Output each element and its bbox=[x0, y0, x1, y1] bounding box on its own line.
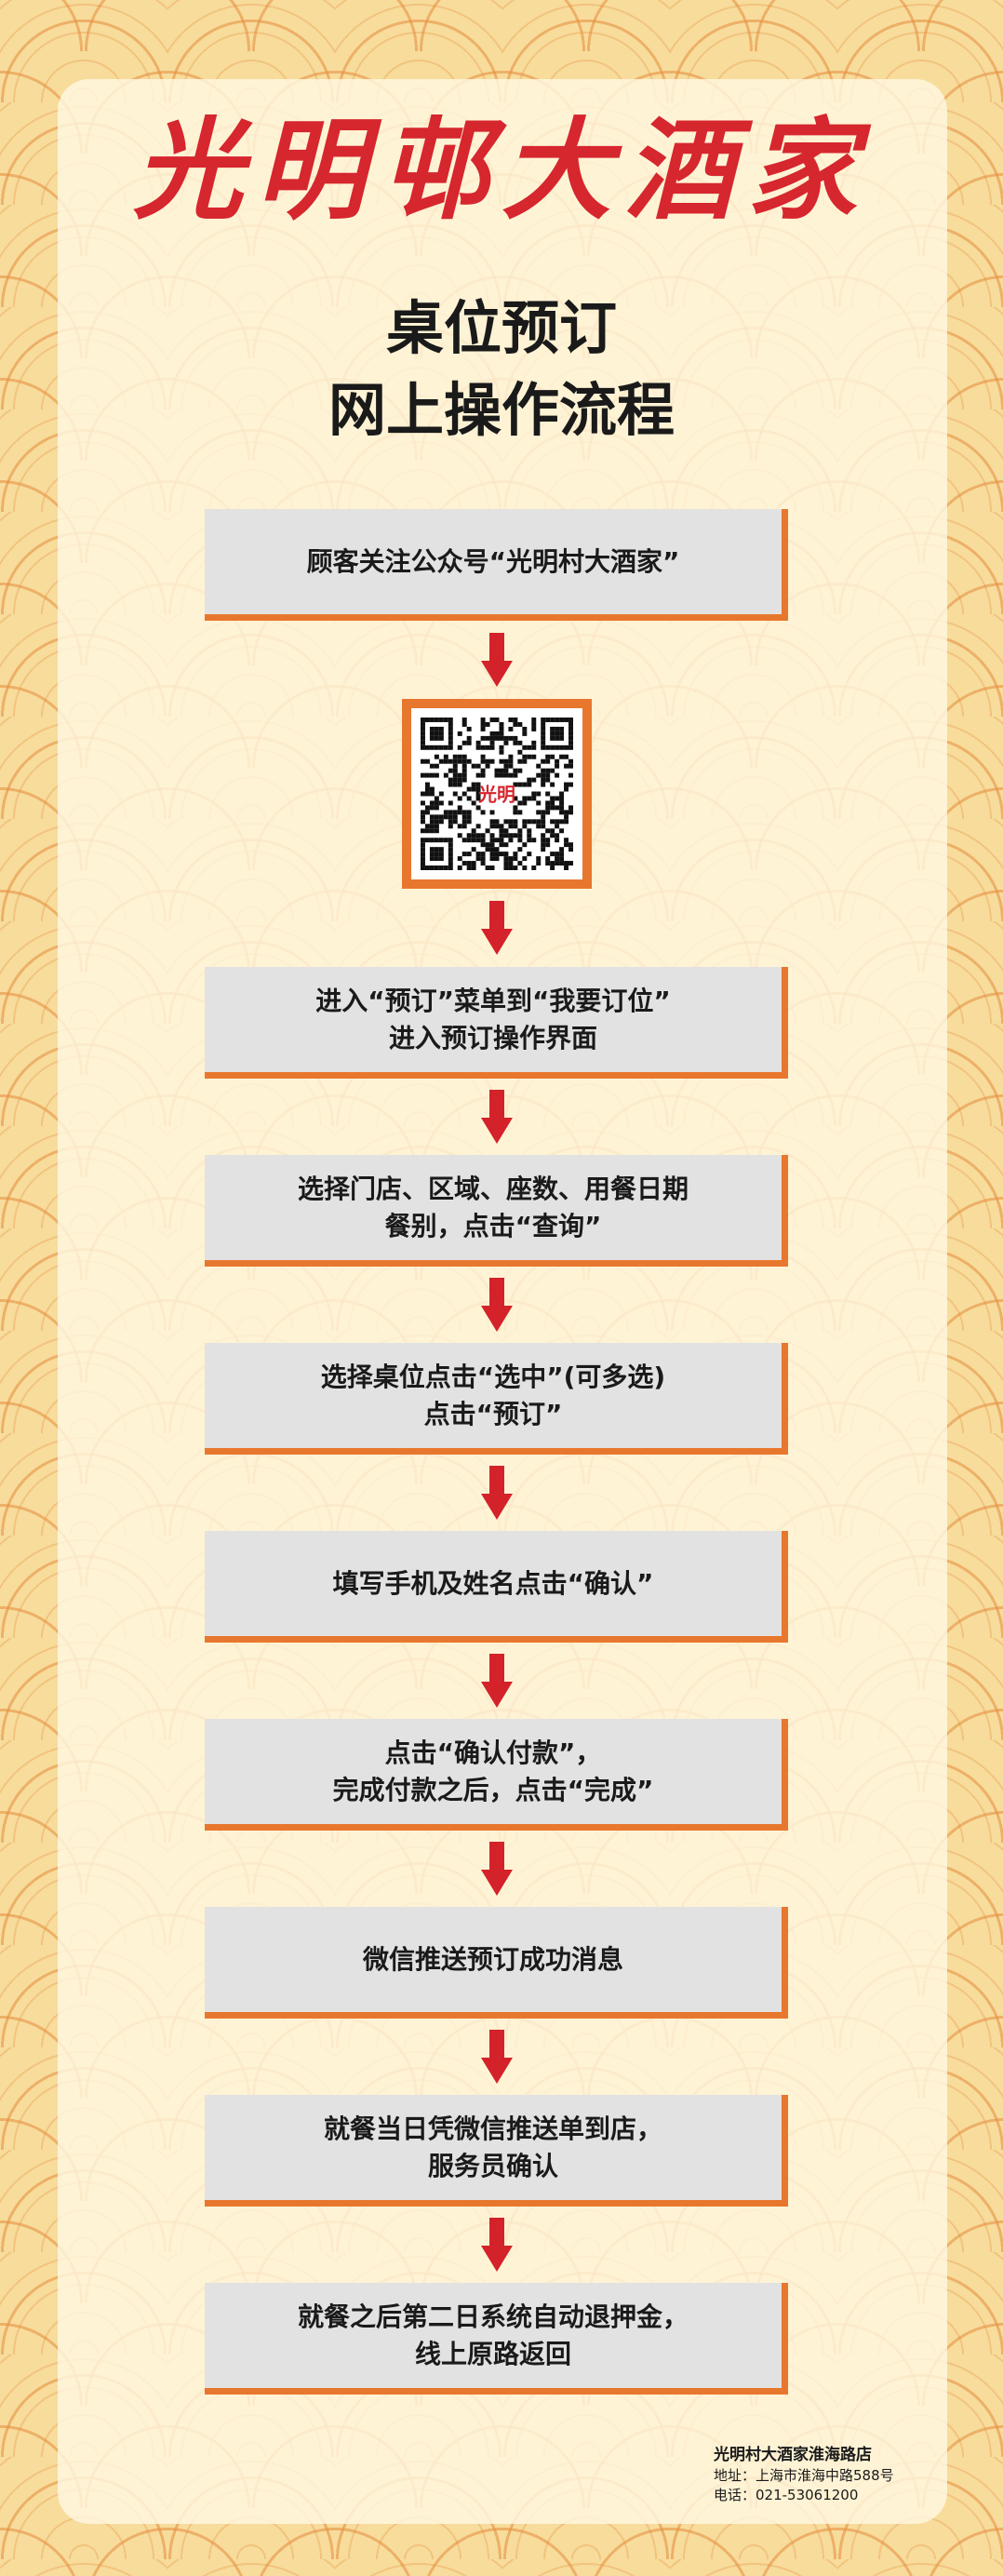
step-text: 顾客关注公众号“光明村大酒家” bbox=[306, 545, 680, 577]
store-name: 光明村大酒家淮海路店 bbox=[714, 2446, 872, 2464]
step-text: 选择门店、区域、座数、用餐日期 bbox=[297, 1173, 689, 1204]
arrow-down-icon bbox=[478, 621, 515, 699]
arrow-down-icon bbox=[478, 1643, 515, 1719]
arrow-down-icon bbox=[478, 1455, 515, 1531]
qr-code[interactable]: 光明 bbox=[401, 699, 592, 889]
step-text: 进入“预订”菜单到“我要订位” bbox=[315, 985, 671, 1016]
process-flow: 顾客关注公众号“光明村大酒家” 光明 进入“预订”菜单到“我要订位” 进入预订操作… bbox=[205, 509, 788, 2395]
arrow-down-icon bbox=[478, 1267, 515, 1343]
brand-logo: 光明邨大酒家 bbox=[132, 105, 870, 235]
step-7: 微信推送预订成功消息 bbox=[205, 1907, 788, 2019]
step-text: 线上原路返回 bbox=[414, 2338, 571, 2369]
step-6: 点击“确认付款”， 完成付款之后，点击“完成” bbox=[205, 1719, 788, 1831]
svg-text:光明: 光明 bbox=[477, 784, 515, 805]
step-text: 就餐当日凭微信推送单到店， bbox=[323, 2113, 662, 2144]
page-title-line2: 网上操作流程 bbox=[328, 376, 675, 444]
store-info: 光明村大酒家淮海路店 地址：上海市淮海中路588号 电话：021-5306120… bbox=[714, 2444, 894, 2505]
step-text: 点击“预订” bbox=[423, 1398, 563, 1429]
step-text: 微信推送预订成功消息 bbox=[362, 1943, 623, 1975]
store-address: 地址：上海市淮海中路588号 bbox=[714, 2467, 894, 2484]
qr-code-icon: 光明 bbox=[420, 718, 573, 870]
step-8: 就餐当日凭微信推送单到店， 服务员确认 bbox=[205, 2095, 788, 2207]
step-text: 就餐之后第二日系统自动退押金， bbox=[297, 2301, 689, 2332]
arrow-down-icon bbox=[478, 889, 515, 967]
store-phone: 电话：021-53061200 bbox=[714, 2487, 859, 2503]
step-text: 填写手机及姓名点击“确认” bbox=[332, 1567, 654, 1599]
step-text: 服务员确认 bbox=[427, 2150, 558, 2181]
arrow-down-icon bbox=[478, 2019, 515, 2095]
step-text: 完成付款之后，点击“完成” bbox=[332, 1774, 654, 1805]
step-5: 填写手机及姓名点击“确认” bbox=[205, 1531, 788, 1643]
page-title-line1: 桌位预订 bbox=[385, 294, 617, 362]
step-text: 选择桌位点击“选中”(可多选) bbox=[320, 1361, 666, 1392]
step-text: 点击“确认付款”， bbox=[384, 1737, 602, 1768]
arrow-down-icon bbox=[478, 1079, 515, 1155]
arrow-down-icon bbox=[478, 1831, 515, 1907]
step-text: 餐别，点击“查询” bbox=[384, 1210, 602, 1241]
step-9: 就餐之后第二日系统自动退押金， 线上原路返回 bbox=[205, 2283, 788, 2395]
step-2: 进入“预订”菜单到“我要订位” 进入预订操作界面 bbox=[205, 967, 788, 1079]
arrow-down-icon bbox=[478, 2207, 515, 2283]
step-text: 进入预订操作界面 bbox=[388, 1022, 597, 1053]
step-1: 顾客关注公众号“光明村大酒家” bbox=[205, 509, 788, 621]
step-3: 选择门店、区域、座数、用餐日期餐别，点击“查询” bbox=[205, 1155, 788, 1267]
step-4: 选择桌位点击“选中”(可多选) 点击“预订” bbox=[205, 1343, 788, 1455]
